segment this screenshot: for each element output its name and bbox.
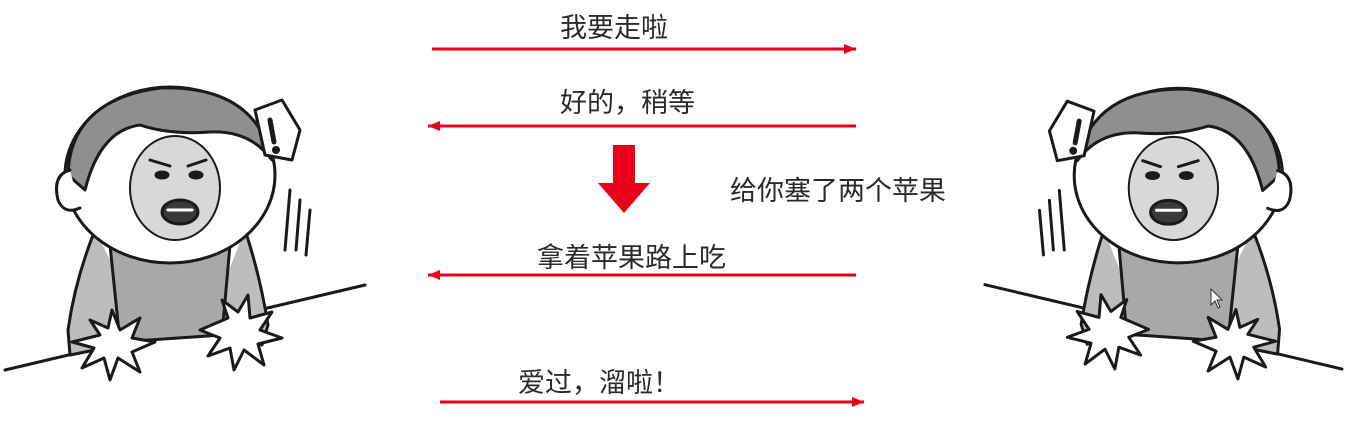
- message-2-label: 好的，稍等: [560, 88, 695, 119]
- left-character-icon: [3, 85, 367, 382]
- down-arrow-icon: [598, 145, 650, 213]
- message-arrowhead-4: [852, 397, 864, 407]
- message-3-label: 拿着苹果路上吃: [537, 243, 726, 274]
- mouse-cursor-icon: [1210, 288, 1224, 309]
- right-character-icon: [983, 86, 1344, 381]
- message-arrowhead-3: [428, 270, 440, 280]
- message-1-label: 我要走啦: [560, 13, 668, 44]
- process-note-label: 给你塞了两个苹果: [730, 176, 946, 207]
- message-4-label: 爱过，溜啦！: [518, 368, 680, 399]
- message-arrowhead-1: [844, 44, 856, 54]
- message-arrowhead-2: [428, 121, 440, 131]
